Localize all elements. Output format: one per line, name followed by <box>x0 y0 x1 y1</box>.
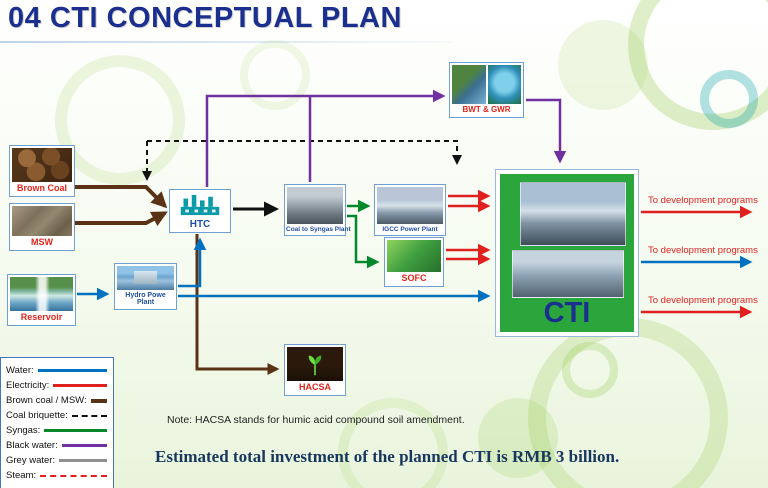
arrow-syngas-sofc <box>347 214 380 269</box>
node-reservoir: Reservoir <box>7 274 76 326</box>
msw-image <box>12 206 72 237</box>
htc-image <box>170 190 230 219</box>
legend-line-steam <box>40 474 107 477</box>
legend-label: Electricity: <box>6 380 50 391</box>
legend-item-grey-water: Grey water: <box>6 453 107 468</box>
briquette-dashed-flows <box>142 140 462 181</box>
decor-circle <box>478 398 558 478</box>
legend-label: Syngas: <box>6 425 41 436</box>
brown-coal-label: Brown Coal <box>16 183 67 194</box>
legend-line-black-water <box>61 444 107 447</box>
legend-item-water: Water: <box>6 363 107 378</box>
reservoir-label: Reservoir <box>20 312 63 323</box>
gwr-image <box>487 65 521 105</box>
legend-item-electricity: Electricity: <box>6 378 107 393</box>
decor-circle <box>558 20 648 110</box>
htc-label: HTC <box>189 219 211 230</box>
node-igcc-power-plant: IGCC Power Plant <box>374 184 446 236</box>
legend-label: Brown coal / MSW: <box>6 395 87 406</box>
cti-label: CTI <box>543 297 591 329</box>
sofc-label: SOFC <box>401 273 427 284</box>
arrow-hydro-htc <box>178 237 207 288</box>
arrow-htc-hacsa <box>195 234 280 375</box>
legend-line-brown-coal <box>90 398 107 403</box>
legend-item-brown-coal: Brown coal / MSW: <box>6 393 107 408</box>
hacsa-label: HACSA <box>298 382 331 393</box>
sprout-icon <box>308 355 322 376</box>
legend-line-syngas <box>44 429 107 432</box>
cti-plant-photo-top <box>520 182 626 246</box>
bwt-gwr-label: BWT & GWR <box>462 105 511 115</box>
dev-programs-label-3: To development programs <box>648 295 758 306</box>
node-coal-to-syngas-plant: Coal to Syngas Plant <box>284 184 351 236</box>
msw-label: MSW <box>31 237 53 248</box>
page-title: 04 CTI CONCEPTUAL PLAN <box>8 2 402 34</box>
legend-line-coal-briquette <box>71 414 107 417</box>
legend-item-syngas: Syngas: <box>6 423 107 438</box>
syngas-flows <box>347 199 380 269</box>
decor-circle <box>562 342 618 398</box>
node-cti: CTI <box>495 169 639 337</box>
hydro-power-plant-label: Hydro Powe Plant <box>125 291 166 307</box>
decor-circle <box>240 40 310 110</box>
node-bwt-gwr: BWT & GWR <box>449 62 524 118</box>
decor-circle <box>338 398 448 488</box>
legend-label: Grey water: <box>6 455 56 466</box>
legend-label: Black water: <box>6 440 58 451</box>
igcc-power-plant-label: IGCC Power Plant <box>382 225 438 233</box>
investment-statement: Estimated total investment of the planne… <box>155 447 620 466</box>
legend-label: Steam: <box>6 470 37 481</box>
legend-line-water <box>37 369 107 372</box>
sofc-image <box>387 240 441 273</box>
node-hacsa: HACSA <box>284 344 346 396</box>
hacsa-note: Note: HACSA stands for humic acid compou… <box>167 414 465 426</box>
arrow-bwt-cti <box>526 98 567 164</box>
hacsa-image <box>287 347 343 382</box>
legend-label: Water: <box>6 365 34 376</box>
dev-programs-label-2: To development programs <box>648 245 758 256</box>
bwt-gwr-images <box>452 65 521 105</box>
bwt-image <box>452 65 486 105</box>
legend-line-electricity <box>53 384 107 387</box>
cti-plant-photo-bottom <box>512 250 624 298</box>
node-sofc: SOFC <box>384 237 444 287</box>
legend-line-grey-water <box>59 459 107 462</box>
dev-programs-label-1: To development programs <box>648 195 758 206</box>
igcc-power-plant-image <box>377 187 443 224</box>
legend-item-coal-briquette: Coal briquette: <box>6 408 107 423</box>
node-brown-coal: Brown Coal <box>9 145 75 197</box>
node-hydro-power-plant: Hydro Powe Plant <box>114 263 177 310</box>
coal-to-syngas-plant-image <box>287 187 343 224</box>
factory-icon <box>180 194 220 215</box>
node-msw: MSW <box>9 203 75 251</box>
node-htc: HTC <box>169 189 231 233</box>
decor-circle <box>700 70 758 128</box>
legend-item-steam: Steam: <box>6 468 107 483</box>
legend-item-black-water: Black water: <box>6 438 107 453</box>
reservoir-image <box>10 277 73 312</box>
arrow-browncoal-htc <box>75 185 168 209</box>
legend-label: Coal briquette: <box>6 410 68 421</box>
title-underline <box>0 41 452 43</box>
arrow-briquette-down-right <box>147 140 462 165</box>
arrow-htc-bwt <box>205 89 446 187</box>
flow-legend: Water: Electricity: Brown coal / MSW: Co… <box>0 357 114 488</box>
brown-coal-image <box>12 148 72 183</box>
arrow-msw-htc <box>75 211 168 227</box>
coal-to-syngas-plant-label: Coal to Syngas Plant <box>286 225 351 233</box>
hydro-power-plant-image <box>117 266 174 290</box>
